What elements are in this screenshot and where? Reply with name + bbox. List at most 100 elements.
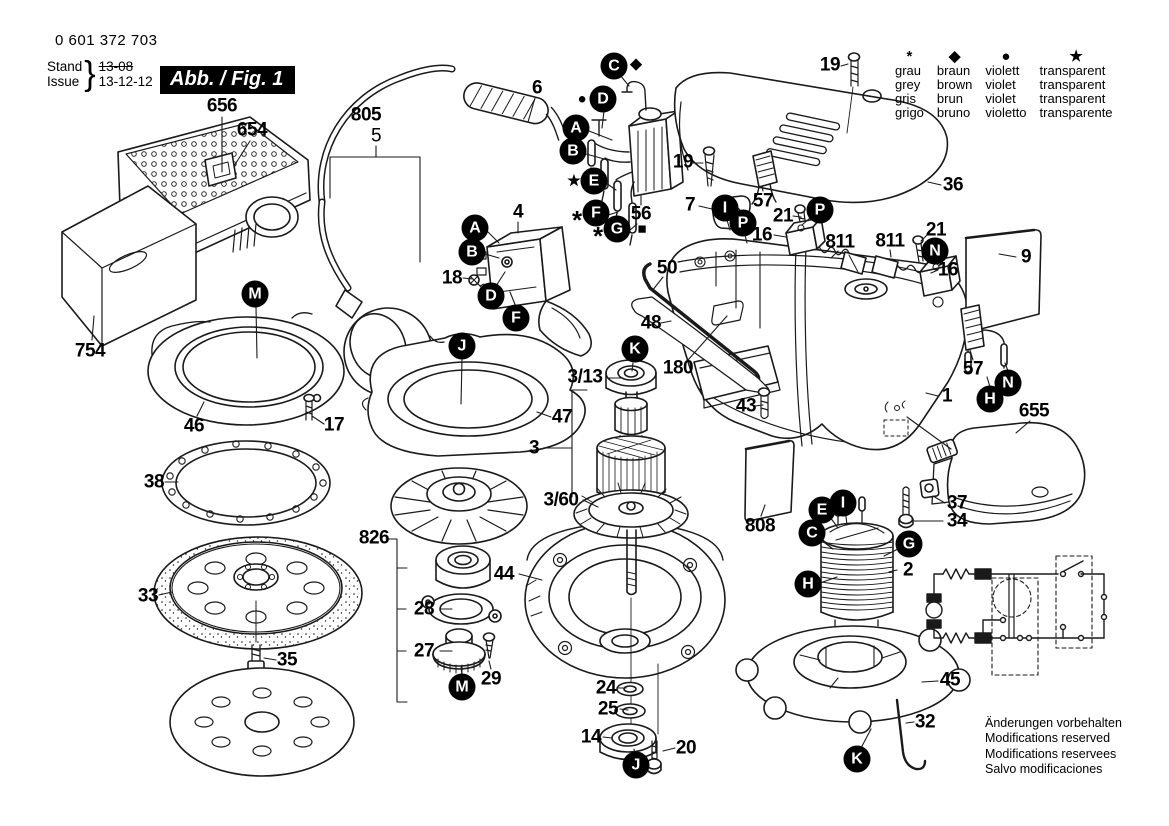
callout-47: 47: [551, 406, 573, 428]
legend-word: transparent: [1039, 91, 1106, 106]
color-symbol: ■: [637, 220, 647, 238]
callout-754: 754: [74, 340, 106, 362]
carton-box-754: [61, 185, 197, 347]
callout-32: 32: [914, 711, 936, 733]
issue-label: Issue: [47, 74, 80, 89]
callout-56: 56: [630, 203, 652, 225]
balloon-H: H: [794, 570, 822, 598]
callout-808: 808: [744, 515, 776, 537]
callout-57: 57: [752, 190, 774, 212]
balloon-B: B: [458, 238, 486, 266]
brace-glyph: }: [84, 55, 96, 93]
callout-44: 44: [493, 563, 515, 585]
callout-48: 48: [640, 312, 662, 334]
modifications-line: Modifications reserved: [985, 731, 1111, 746]
balloon-C: C: [600, 52, 628, 80]
callout-34: 34: [946, 510, 968, 532]
callout-1: 1: [941, 385, 953, 407]
legend-symbol-0: *: [906, 48, 913, 65]
callout-826: 826: [358, 527, 390, 549]
housing-bottom-44: [524, 521, 726, 679]
callout-17: 17: [323, 414, 345, 436]
balloon-A: A: [562, 114, 590, 142]
callout-18: 18: [441, 267, 463, 289]
callout-16: 16: [937, 259, 959, 281]
legend-word: grigo: [895, 105, 924, 120]
sanding-plate-33: [153, 536, 363, 650]
balloon-P: P: [729, 209, 757, 237]
legend-word: violet: [985, 91, 1016, 106]
nut-37: [919, 478, 940, 499]
eccentric-collar-27: [432, 628, 486, 674]
panel-9: [964, 228, 1042, 333]
callout-3: 3: [528, 437, 540, 459]
callout-14: 14: [580, 726, 602, 748]
callout-50: 50: [656, 257, 678, 279]
stand-label: Stand: [47, 59, 83, 74]
legend-word: braun: [936, 63, 971, 78]
screw-21-right: [912, 235, 924, 263]
color-symbol: *: [571, 205, 583, 235]
callout-805: 805: [350, 104, 382, 126]
screw-19-left: [702, 146, 716, 187]
washer-25: [614, 703, 646, 719]
balloon-M: M: [448, 673, 476, 701]
cord-sleeve-6: [463, 82, 567, 141]
callout-5: 5: [370, 125, 382, 147]
old-date: 13-08: [98, 59, 134, 74]
legend-word: bruno: [936, 105, 971, 120]
revision-labels: Stand Issue: [47, 59, 82, 89]
callout-35: 35: [276, 649, 298, 671]
revision-dates: 13-08 13-12-12: [99, 59, 153, 89]
balloon-H: H: [976, 385, 1004, 413]
balloon-D: D: [477, 282, 505, 310]
bearing-826: [435, 545, 491, 589]
modifications-line: Änderungen vorbehalten: [985, 716, 1122, 730]
callout-2: 2: [902, 559, 914, 581]
modifications-line: Salvo modificaciones: [985, 761, 1103, 776]
screw-19-top: [846, 52, 861, 134]
balloon-N: N: [921, 237, 949, 265]
balloon-K: K: [843, 745, 871, 773]
wiring-schematic: [925, 555, 1108, 676]
callout-20: 20: [675, 737, 697, 759]
legend-word: grau: [895, 63, 922, 78]
panel-808: [744, 439, 795, 522]
balloon-K: K: [621, 335, 649, 363]
legend-word: brown: [936, 77, 973, 92]
legend-symbol-2: ●: [1001, 48, 1011, 65]
callout-45: 45: [939, 669, 961, 691]
title-block: 0 601 372 703 Stand Issue } 13-08 13-12-…: [47, 32, 158, 93]
callout-811: 811: [875, 230, 905, 252]
skirt-46: [147, 312, 345, 426]
sanding-sheet: [169, 667, 355, 777]
document-number: 0 601 372 703: [55, 32, 158, 49]
legend-word: transparent: [1039, 77, 1106, 92]
legend-word: transparente: [1039, 105, 1113, 120]
screw-34: [898, 486, 914, 529]
callout-19: 19: [819, 54, 841, 76]
balloon-D: D: [589, 85, 617, 113]
callout-27: 27: [413, 640, 435, 662]
balloon-A: A: [461, 214, 489, 242]
legend-word: brun: [936, 91, 963, 106]
screw-43: [757, 387, 771, 420]
callout-38: 38: [143, 471, 165, 493]
balloon-G: G: [603, 215, 631, 243]
balloon-M: M: [241, 280, 269, 308]
callout-3-13: 3/13: [567, 366, 603, 388]
balloon-J: J: [448, 332, 476, 360]
callout-16: 16: [751, 224, 773, 246]
callout-36: 36: [942, 174, 964, 196]
brake-ring-38: [161, 440, 331, 526]
balloon-J: J: [622, 751, 650, 779]
callout-25: 25: [597, 698, 619, 720]
balloon-P: P: [806, 196, 834, 224]
modifications-line: Modifications reservees: [985, 746, 1117, 761]
brush-holder-16-left: [785, 217, 826, 256]
callout-654: 654: [236, 119, 268, 141]
